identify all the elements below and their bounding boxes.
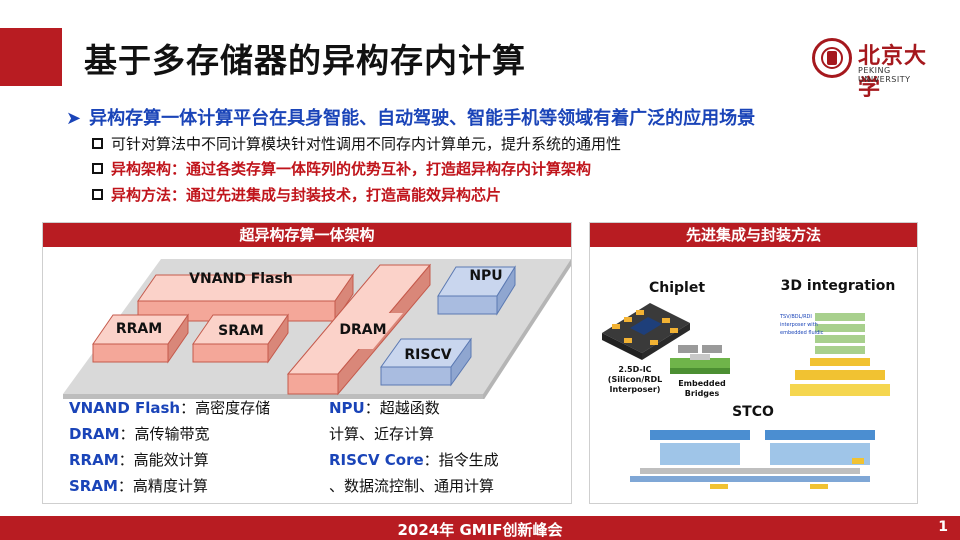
legend-riscv: RISCV Core：指令生成	[329, 451, 499, 469]
chiplet-label: Chiplet	[649, 280, 705, 296]
sram-block: SRAM	[192, 313, 289, 364]
vnand-label: VNAND Flash	[189, 271, 293, 287]
riscv-label: RISCV	[404, 347, 451, 363]
main-bullet-text: 异构存算一体计算平台在具身智能、自动驾驶、智能手机等领域有着广泛的应用场景	[89, 108, 756, 129]
seal-icon	[812, 38, 852, 78]
arrow-bullet-icon: ➤	[66, 108, 82, 129]
rram-block: RRAM	[92, 313, 189, 364]
svg-text:Embedded: Embedded	[678, 379, 726, 388]
integration-label: 3D integration	[781, 278, 896, 294]
legend-npu: NPU：超越函数	[329, 399, 440, 417]
main-bullet: ➤ 异构存算一体计算平台在具身智能、自动驾驶、智能手机等领域有着广泛的应用场景	[66, 104, 755, 130]
3d-integration-illustration	[790, 313, 890, 396]
npu-label: NPU	[469, 268, 502, 284]
architecture-panel-header: 超异构存算一体架构	[43, 223, 571, 247]
svg-text:embedded fluidic: embedded fluidic	[780, 330, 824, 336]
footer-bar: 2024年 GMIF创新峰会 1	[0, 516, 960, 540]
svg-text:interposer with: interposer with	[780, 322, 818, 328]
svg-text:TSV/BDL/RDI: TSV/BDL/RDI	[779, 314, 812, 320]
riscv-block: RISCV	[380, 337, 472, 387]
sub-bullet-1: 可针对算法中不同计算模块针对性调用不同存内计算单元，提升系统的通用性	[92, 133, 621, 154]
sub-bullet-text: 异构架构：通过各类存算一体阵列的优势互补，打造超异构存内计算架构	[111, 160, 592, 178]
logo-en-text: PEKING UNIVERSITY	[858, 66, 911, 84]
square-bullet-icon	[92, 163, 103, 174]
legend-dram: DRAM：高传输带宽	[69, 425, 210, 443]
architecture-panel: 超异构存算一体架构 VNAND Flash DRAM NPU	[42, 222, 572, 504]
svg-text:Bridges: Bridges	[685, 389, 720, 398]
footer-text: 2024年 GMIF创新峰会	[397, 521, 563, 539]
stco-label: STCO	[732, 404, 774, 420]
square-bullet-icon	[92, 189, 103, 200]
sub-bullet-2: 异构架构：通过各类存算一体阵列的优势互补，打造超异构存内计算架构	[92, 158, 591, 179]
npu-block: NPU	[437, 265, 516, 316]
packaging-panel: 先进集成与封装方法 Chiplet 3D integration 2.5D-IC…	[589, 222, 918, 504]
legend-vnand: VNAND Flash：高密度存储	[69, 399, 271, 417]
vnand-flash-block: VNAND Flash	[137, 271, 354, 323]
packaging-diagram: Chiplet 3D integration 2.5D-IC (Silicon/…	[602, 278, 896, 489]
dram-label: DRAM	[339, 322, 386, 338]
legend-riscv-cont: 、数据流控制、通用计算	[329, 477, 495, 495]
sub-bullet-text: 异构方法：通过先进集成与封装技术，打造高能效异构芯片	[111, 186, 502, 204]
svg-text:2.5D-IC: 2.5D-IC	[618, 365, 651, 374]
logo-cn-text: 北京大学	[858, 43, 928, 101]
stco-illustration	[630, 430, 875, 489]
legend-rram: RRAM：高能效计算	[69, 451, 209, 469]
page-title: 基于多存储器的异构存内计算	[84, 41, 526, 80]
chiplet-package-illustration	[602, 303, 690, 360]
svg-text:Interposer): Interposer)	[610, 385, 661, 394]
title-accent-bar	[0, 28, 62, 86]
legend-sram: SRAM：高精度计算	[69, 477, 208, 495]
sub-bullet-3: 异构方法：通过先进集成与封装技术，打造高能效异构芯片	[92, 184, 501, 205]
square-bullet-icon	[92, 138, 103, 149]
svg-text:(Silicon/RDL: (Silicon/RDL	[608, 375, 662, 384]
page-number: 1	[938, 519, 948, 535]
packaging-panel-header: 先进集成与封装方法	[590, 223, 917, 247]
embedded-bridge-illustration	[670, 345, 730, 374]
architecture-diagram: VNAND Flash DRAM NPU RRAM	[63, 259, 571, 399]
university-logo: 北京大学 PEKING UNIVERSITY	[812, 38, 942, 101]
sram-label: SRAM	[218, 323, 264, 339]
legend-npu-cont: 计算、近存计算	[329, 425, 435, 443]
dram-block: DRAM	[286, 263, 432, 396]
sub-bullet-text: 可针对算法中不同计算模块针对性调用不同存内计算单元，提升系统的通用性	[111, 135, 622, 153]
rram-label: RRAM	[116, 321, 162, 337]
